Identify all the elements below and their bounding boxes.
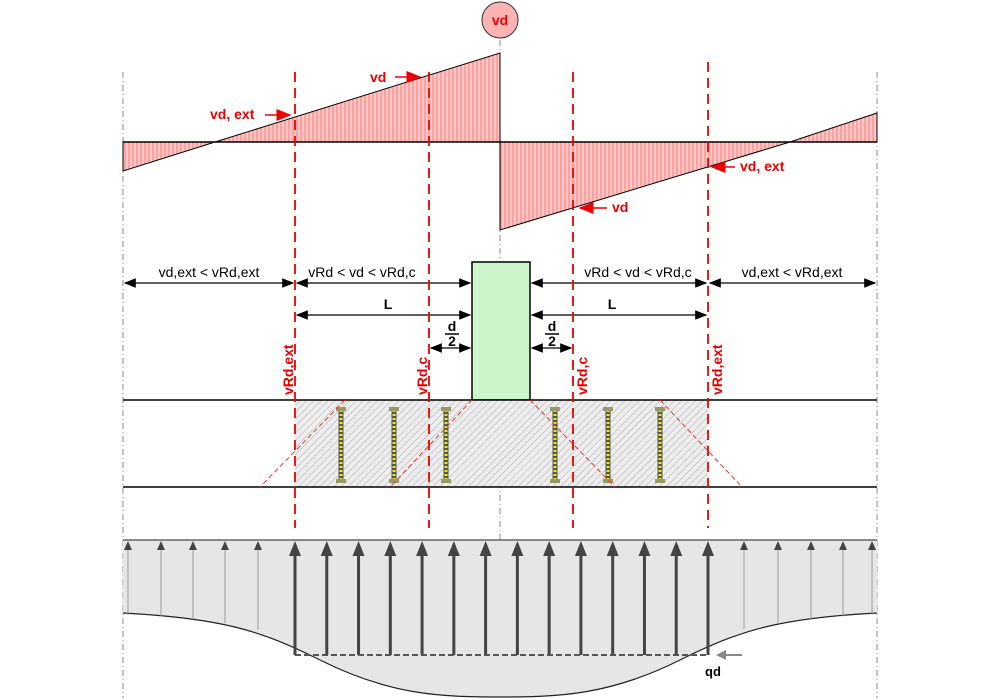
pressure-arrow-icon bbox=[774, 541, 782, 623]
pressure-arrow-icon bbox=[352, 541, 365, 655]
slab bbox=[123, 399, 877, 488]
pressure-arrow-icon bbox=[189, 541, 197, 620]
pressure-arrow-icon bbox=[702, 541, 714, 655]
vd-ext-label-left: vd, ext bbox=[210, 106, 255, 122]
svg-text:2: 2 bbox=[548, 333, 556, 349]
svg-text:vd: vd bbox=[492, 12, 508, 28]
section-vrd-c-left: vRd,c bbox=[414, 357, 430, 395]
qd-label: qd bbox=[705, 664, 721, 679]
pressure-arrow-icon bbox=[606, 541, 619, 655]
shear-stud bbox=[655, 407, 665, 483]
pressure-arrow-icon bbox=[384, 541, 397, 655]
zone-dimensions bbox=[123, 278, 877, 353]
zone-outer-left: vd,ext < vRd,ext bbox=[159, 264, 260, 280]
d-half-right: d 2 bbox=[545, 318, 559, 349]
section-vrd-ext-right: vRd,ext bbox=[709, 344, 725, 395]
pressure-arrow-icon bbox=[574, 541, 587, 655]
zone-inner-left: vRd < vd < vRd,c bbox=[308, 264, 415, 280]
shear-stud bbox=[603, 407, 613, 483]
pressure-arrow-icon bbox=[543, 541, 556, 655]
pressure-arrow-icon bbox=[157, 541, 165, 617]
pressure-arrow-icon bbox=[670, 541, 683, 655]
length-L-left: L bbox=[384, 296, 393, 312]
pressure-arrow-icon bbox=[638, 541, 651, 655]
pressure-arrow-icon bbox=[839, 541, 847, 617]
vd-label-left: vd bbox=[370, 69, 386, 85]
pressure-arrow-icon bbox=[124, 541, 132, 615]
shear-stud bbox=[550, 407, 560, 483]
pressure-arrows bbox=[124, 541, 876, 655]
shear-stud bbox=[441, 407, 451, 483]
pressure-arrow-icon bbox=[447, 541, 460, 655]
svg-text:d: d bbox=[548, 318, 557, 334]
pressure-arrow-icon bbox=[416, 541, 429, 655]
soil-pressure-area bbox=[123, 540, 877, 697]
pressure-arrow-icon bbox=[221, 541, 229, 624]
pressure-arrow-icon bbox=[868, 541, 876, 615]
vd-ext-label-right: vd, ext bbox=[740, 158, 785, 174]
column bbox=[471, 261, 531, 401]
shear-studs bbox=[336, 407, 665, 483]
pressure-arrow-icon bbox=[807, 541, 815, 619]
pressure-arrow-icon bbox=[320, 541, 333, 655]
shear-diagram bbox=[122, 52, 878, 231]
shear-stud bbox=[389, 407, 399, 483]
svg-text:2: 2 bbox=[448, 333, 456, 349]
d-half-left: d 2 bbox=[445, 318, 459, 349]
vd-badge: vd bbox=[481, 1, 519, 39]
pressure-arrow-icon bbox=[511, 541, 524, 655]
vd-label-right: vd bbox=[612, 199, 628, 215]
zone-outer-right: vd,ext < vRd,ext bbox=[742, 264, 843, 280]
zone-inner-right: vRd < vd < vRd,c bbox=[584, 264, 691, 280]
pressure-arrow-icon bbox=[289, 541, 301, 655]
pressure-arrow-icon bbox=[479, 541, 492, 655]
shear-stud bbox=[336, 407, 346, 483]
pressure-arrow-icon bbox=[740, 541, 748, 630]
section-vrd-c-right: vRd,c bbox=[574, 357, 590, 395]
length-L-right: L bbox=[608, 296, 617, 312]
svg-text:d: d bbox=[448, 318, 457, 334]
section-vrd-ext-left: vRd,ext bbox=[280, 344, 296, 395]
pressure-arrow-icon bbox=[254, 541, 262, 630]
control-sections bbox=[294, 62, 709, 528]
